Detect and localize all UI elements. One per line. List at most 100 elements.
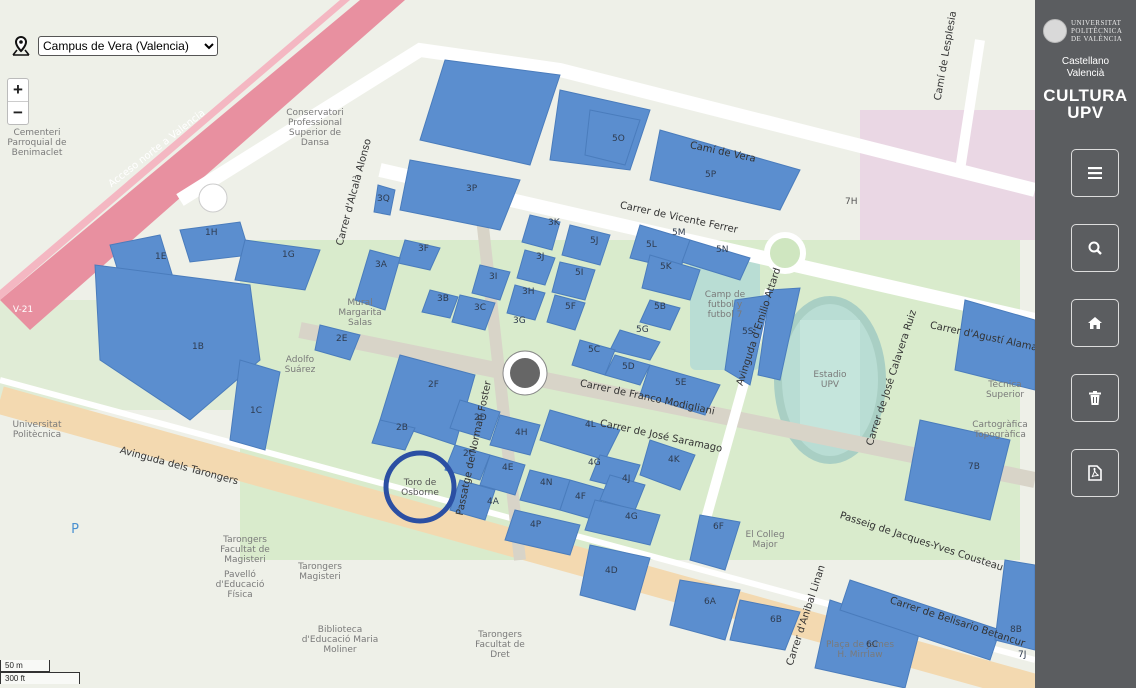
building-label: 4D <box>605 566 618 576</box>
building-label: 2B <box>396 423 408 433</box>
place-tarongers-magisteri: Tarongers Magisteri <box>298 562 342 582</box>
building-label: 4L <box>585 420 596 430</box>
trash-button[interactable] <box>1071 374 1119 422</box>
upv-logo[interactable]: UNIVERSITAT POLITÈCNICA DE VALÈNCIA <box>1043 19 1122 43</box>
pdf-button[interactable] <box>1071 449 1119 497</box>
building-label: 5G <box>636 325 649 335</box>
menu-button[interactable] <box>1071 149 1119 197</box>
building-label: 7B <box>968 462 980 472</box>
map-base[interactable] <box>0 0 1035 688</box>
brand-title: CULTURA UPV <box>1035 87 1136 121</box>
lang-castellano-link[interactable]: Castellano <box>1061 56 1110 67</box>
building-label: 4E <box>502 463 514 473</box>
building-label: 5F <box>565 302 576 312</box>
road-franco-modigliani <box>298 322 1035 488</box>
building-label: 6C <box>866 640 879 650</box>
building-label: 5L <box>646 240 657 250</box>
road-norman-foster <box>474 199 526 561</box>
stadium-field <box>800 320 860 440</box>
building-label: 1E <box>155 252 167 262</box>
building-label: 5J <box>590 236 599 246</box>
place-facultat-dret: Tarongers Facultat de Dret <box>475 630 525 660</box>
building-label: 4P <box>530 520 542 530</box>
place-colleg-major: El Colleg Major <box>745 530 785 550</box>
highway-acceso-norte <box>0 0 405 330</box>
place-camp-futbol: Camp de futbol y futbol 7 <box>704 290 746 320</box>
place-conservatori: Conservatori Professional Superior de Da… <box>286 108 344 148</box>
building-label: 4A <box>487 497 499 507</box>
zoom-out-button[interactable]: − <box>8 101 28 124</box>
building-label: 4K <box>668 455 680 465</box>
building-label: 1H <box>205 228 218 238</box>
home-button[interactable] <box>1071 299 1119 347</box>
building-label: 3I <box>489 272 498 282</box>
sidebar: UNIVERSITAT POLITÈCNICA DE VALÈNCIA Cast… <box>1035 0 1136 688</box>
road-lesplesia <box>955 39 985 171</box>
building-label: 6F <box>713 522 724 532</box>
building-label: 5B <box>654 302 666 312</box>
place-tecnica-superior: Tècnica Superior <box>985 380 1025 400</box>
building-label: 3Q <box>377 194 390 204</box>
highlight-circle-toro-osborne <box>383 450 457 524</box>
search-icon <box>1088 241 1102 255</box>
place-toro-osborne: Toro de Osborne <box>401 478 439 498</box>
building-label: 1G <box>282 250 295 260</box>
building-label: 1C <box>250 406 263 416</box>
building-label: 5K <box>660 262 672 272</box>
building-label: 5N <box>716 245 729 255</box>
highway-edge <box>0 0 350 300</box>
place-mural-margarita: Mural Margarita Salas <box>338 298 382 328</box>
logo-line: POLITÈCNICA <box>1071 27 1123 35</box>
lang-valencia-link[interactable]: Valencià <box>1066 68 1105 79</box>
building-label: 3F <box>418 244 429 254</box>
building-label: 5S <box>742 327 754 337</box>
building-label: 2E <box>336 334 348 344</box>
building-label: 4F <box>575 492 586 502</box>
search-button[interactable] <box>1071 224 1119 272</box>
scale-imperial: 300 ft <box>0 672 80 684</box>
building-label: 3H <box>522 287 535 297</box>
scale-metric: 50 m <box>0 660 50 672</box>
building-label: 5I <box>575 268 584 278</box>
building-label: 3A <box>375 260 387 270</box>
campus-selector-control: Campus de Vera (Valencia) <box>12 36 218 56</box>
building-label: 6B <box>770 615 782 625</box>
place-biblioteca: Biblioteca d'Educació Maria Moliner <box>301 625 379 655</box>
campus-select[interactable]: Campus de Vera (Valencia) <box>38 36 218 56</box>
building-label: 7J <box>1018 650 1027 660</box>
buildings <box>94 59 1035 688</box>
building-label: 2F <box>428 380 439 390</box>
zoom-control: + − <box>7 78 29 125</box>
building-label: 4H <box>515 428 528 438</box>
place-cementeri: Cementeri Parroquial de Benimaclet <box>7 128 67 158</box>
brand-line: CULTURA <box>1043 86 1128 105</box>
place-adolfo-suarez: Adolfo Suárez <box>284 355 316 375</box>
building-label: 5D <box>622 362 635 372</box>
building-label: 5M <box>672 228 686 238</box>
building-label: 4J <box>622 474 631 484</box>
building-label: 2C <box>463 449 476 459</box>
zoom-in-button[interactable]: + <box>13 80 23 99</box>
trash-icon <box>1089 391 1101 405</box>
building-label: 2D <box>474 413 487 423</box>
building-label: 5O <box>612 134 625 144</box>
building-label: 4N <box>540 478 553 488</box>
map-pin-icon <box>12 36 30 56</box>
place-estadio-upv: Estadio UPV <box>813 370 847 390</box>
road-cami-de-vera <box>176 42 1035 206</box>
place-v21: V-21 <box>12 305 34 315</box>
building-label: 3J <box>536 252 545 262</box>
logo-line: UNIVERSITAT <box>1071 19 1122 27</box>
campus-map[interactable]: Camí de Vera Acceso norte a Valencia Car… <box>0 0 1035 688</box>
place-placa-james: Plaça de James H. Mirrlaw <box>825 640 895 660</box>
map-scale: 50 m 300 ft <box>0 660 80 684</box>
building-label: 4G <box>588 458 601 468</box>
building-label: 1B <box>192 342 204 352</box>
building-label: 5E <box>675 378 687 388</box>
building-label: 5P <box>705 170 717 180</box>
building-label: 4G <box>625 512 638 522</box>
building-label: 8B <box>1010 625 1022 635</box>
pdf-icon <box>1088 465 1102 481</box>
brand-line: UPV <box>1067 103 1104 122</box>
roundabout-west <box>198 183 228 213</box>
